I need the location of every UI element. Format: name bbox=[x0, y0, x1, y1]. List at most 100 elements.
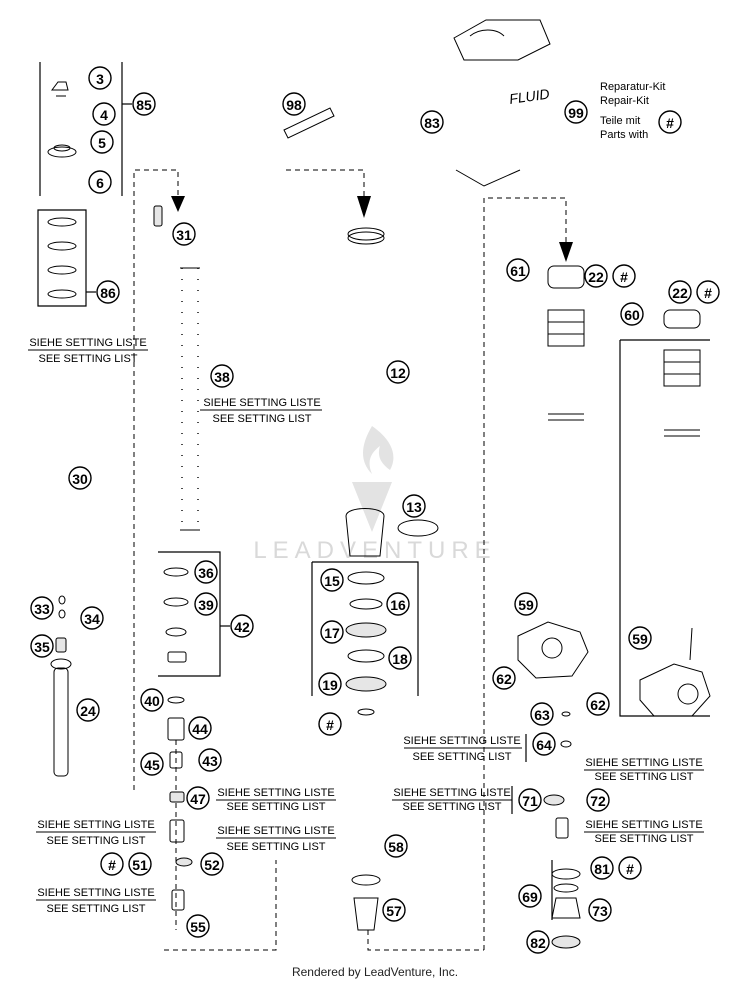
callout-p98-ring bbox=[282, 92, 306, 116]
setting-note-de: SIEHE SETTING LISTE bbox=[403, 735, 520, 747]
callout-p13-label: 13 bbox=[406, 499, 422, 515]
callout-p40-ring bbox=[140, 688, 164, 712]
callout-p13: 13 bbox=[402, 494, 426, 518]
callout-p43-ring bbox=[198, 748, 222, 772]
callout-p63: 63 bbox=[530, 702, 554, 726]
setting-note-left-1: SIEHE SETTING LISTE SEE SETTING LIST bbox=[36, 819, 156, 847]
callout-p38-label: 38 bbox=[214, 369, 230, 385]
callout-p73-label: 73 bbox=[592, 903, 608, 919]
callout-p82: 82 bbox=[526, 930, 550, 954]
callout-p60-ring bbox=[620, 302, 644, 326]
setting-note-en: SEE SETTING LIST bbox=[46, 835, 145, 847]
callout-p17-label: 17 bbox=[324, 625, 340, 641]
callout-p22a-label: 22 bbox=[588, 269, 604, 285]
callout-p36-label: 36 bbox=[198, 565, 214, 581]
callout-p33: 33 bbox=[30, 596, 54, 620]
watermark-text: LEADVENTURE bbox=[253, 537, 496, 564]
callout-p34: 34 bbox=[80, 606, 104, 630]
callout-p5-ring bbox=[90, 130, 114, 154]
callout-p24-label: 24 bbox=[80, 703, 96, 719]
setting-note-right-1: SIEHE SETTING LISTE SEE SETTING LIST bbox=[584, 757, 704, 783]
callout-p57-ring bbox=[382, 898, 406, 922]
callout-p62b: 62 bbox=[586, 692, 610, 716]
setting-note-en: SEE SETTING LIST bbox=[412, 751, 511, 763]
callout-p43-label: 43 bbox=[202, 753, 218, 769]
setting-note-47: SIEHE SETTING LISTE SEE SETTING LIST bbox=[216, 787, 336, 813]
callout-p47-label: 47 bbox=[190, 791, 206, 807]
callout-p81: 81 bbox=[590, 856, 614, 880]
callout-p85: 85 bbox=[132, 92, 156, 116]
callout-p99-ring bbox=[564, 100, 588, 124]
callout-p35-ring bbox=[30, 634, 54, 658]
callout-p35: 35 bbox=[30, 634, 54, 658]
callout-p81h-label: # bbox=[626, 861, 634, 877]
routing-lines bbox=[133, 169, 567, 951]
callout-p51-label: 51 bbox=[132, 857, 148, 873]
callout-p15: 15 bbox=[320, 568, 344, 592]
callout-p44-ring bbox=[188, 716, 212, 740]
callout-p83: 83 bbox=[420, 110, 444, 134]
callout-p22ah: # bbox=[612, 264, 636, 288]
setting-note-en: SEE SETTING LIST bbox=[226, 841, 325, 853]
callout-p31: 31 bbox=[172, 222, 196, 246]
callout-p40-label: 40 bbox=[144, 693, 160, 709]
callout-p85-label: 85 bbox=[136, 97, 152, 113]
callout-p85-ring bbox=[132, 92, 156, 116]
callout-p19-label: 19 bbox=[322, 677, 338, 693]
setting-note-en: SEE SETTING LIST bbox=[402, 801, 501, 813]
callout-p13-ring bbox=[402, 494, 426, 518]
callout-p22ah-ring bbox=[612, 264, 636, 288]
callout-p81h: # bbox=[618, 856, 642, 880]
callout-p86: 86 bbox=[96, 280, 120, 304]
callout-p30-ring bbox=[68, 466, 92, 490]
setting-note-de: SIEHE SETTING LISTE bbox=[37, 887, 154, 899]
callout-p5: 5 bbox=[90, 130, 114, 154]
setting-note-de: SIEHE SETTING LISTE bbox=[203, 397, 320, 409]
callout-p15-ring bbox=[320, 568, 344, 592]
callout-p35-label: 35 bbox=[34, 639, 50, 655]
setting-note-de: SIEHE SETTING LISTE bbox=[37, 819, 154, 831]
callout-p69: 69 bbox=[518, 884, 542, 908]
callout-p3-label: 3 bbox=[96, 71, 104, 87]
callout-p59b-label: 59 bbox=[632, 631, 648, 647]
callout-p34-label: 34 bbox=[84, 611, 100, 627]
callout-p61-ring bbox=[506, 258, 530, 282]
setting-note-52: SIEHE SETTING LISTE SEE SETTING LIST bbox=[216, 825, 336, 853]
callout-p19-ring bbox=[318, 672, 342, 696]
callout-p58: 58 bbox=[384, 834, 408, 858]
callout-p45: 45 bbox=[140, 752, 164, 776]
setting-note-64: SIEHE SETTING LISTE SEE SETTING LIST bbox=[403, 735, 522, 763]
callout-p73: 73 bbox=[588, 898, 612, 922]
callout-p22a: 22 bbox=[584, 264, 608, 288]
brackets bbox=[37, 62, 710, 920]
repair-kit-line2: Repair-Kit bbox=[600, 95, 649, 107]
callout-p42-ring bbox=[230, 614, 254, 638]
callout-p18-ring bbox=[388, 646, 412, 670]
callout-p31-label: 31 bbox=[176, 227, 192, 243]
callout-p30-label: 30 bbox=[72, 471, 88, 487]
callout-p98: 98 bbox=[282, 92, 306, 116]
callout-p42-label: 42 bbox=[234, 619, 250, 635]
callout-p61-label: 61 bbox=[510, 263, 526, 279]
setting-note-de: SIEHE SETTING LISTE bbox=[585, 819, 702, 831]
callout-p71-ring bbox=[518, 788, 542, 812]
callout-p82-ring bbox=[526, 930, 550, 954]
callout-p59a: 59 bbox=[514, 592, 538, 616]
callout-p59a-label: 59 bbox=[518, 597, 534, 613]
callout-p52-ring bbox=[200, 852, 224, 876]
callout-p33-ring bbox=[30, 596, 54, 620]
footer-credit: Rendered by LeadVenture, Inc. bbox=[292, 965, 458, 979]
callout-p51: 51 bbox=[128, 852, 152, 876]
repair-kit-line1: Reparatur-Kit bbox=[600, 81, 665, 93]
callout-p19: 19 bbox=[318, 672, 342, 696]
callout-p62a-label: 62 bbox=[496, 671, 512, 687]
callout-p72-ring bbox=[586, 788, 610, 812]
callout-p52-label: 52 bbox=[204, 857, 220, 873]
callout-p61: 61 bbox=[506, 258, 530, 282]
callout-p59b: 59 bbox=[628, 626, 652, 650]
callout-p57-label: 57 bbox=[386, 903, 402, 919]
callout-p38-ring bbox=[210, 364, 234, 388]
